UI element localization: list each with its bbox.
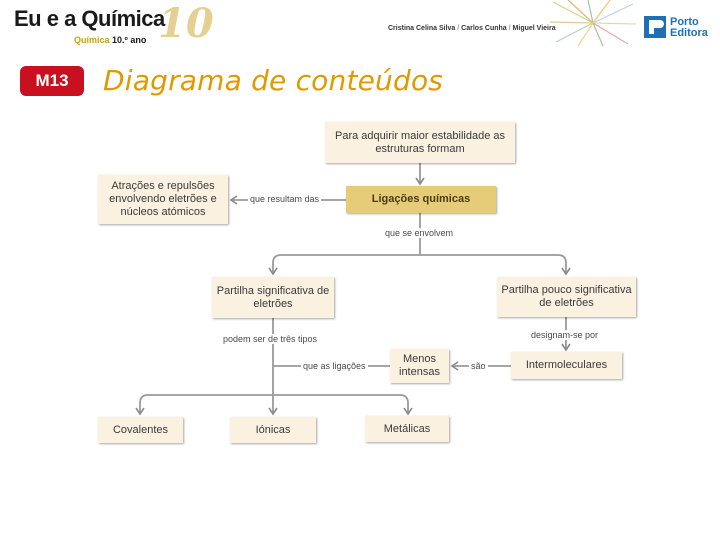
connector-branch-left <box>135 394 273 416</box>
label-envolvem: que se envolvem <box>383 228 456 238</box>
node-sig: Partilha significativa de eletrões <box>212 277 334 318</box>
book-subtitle: Química 10.º ano <box>74 35 146 45</box>
module-badge: M13 <box>20 66 84 96</box>
node-ion: Iónicas <box>230 417 316 443</box>
label-resultam: que resultam das <box>248 194 322 204</box>
author-1: Cristina Celina Silva <box>388 25 456 32</box>
author-separator: / <box>457 25 460 32</box>
decorative-burst-image <box>549 0 637 46</box>
node-top: Para adquirir maior estabilidade as estr… <box>325 122 515 163</box>
label-sao: são <box>469 361 488 371</box>
book-title: Eu e a Química <box>14 6 165 31</box>
subtitle-subject: Química <box>74 35 110 45</box>
node-poucosig: Partilha pouco significativa de eletrões <box>497 277 636 317</box>
publisher-line-1: Porto <box>670 16 699 28</box>
node-menos: Menos intensas <box>390 349 449 383</box>
authors-line: Cristina Celina Silva / Carlos Cunha / M… <box>388 25 556 32</box>
page-title: Diagrama de conteúdos <box>103 64 444 97</box>
node-inter: Intermoleculares <box>511 352 622 379</box>
author-2: Carlos Cunha <box>461 25 507 32</box>
label-designam: designam-se por <box>529 330 601 340</box>
node-cov: Covalentes <box>98 417 183 443</box>
node-left: Atrações e repulsões envolvendo eletrões… <box>98 175 228 224</box>
node-met: Metálicas <box>365 416 449 442</box>
publisher-name: Porto Editora <box>670 17 708 39</box>
label-ligacoes: que as ligações <box>301 361 368 371</box>
author-3: Miguel Vieira <box>512 25 556 32</box>
connector-split-right <box>420 254 571 276</box>
author-separator: / <box>508 25 511 32</box>
node-center: Ligações químicas <box>346 186 496 213</box>
connector-split-left <box>268 254 420 276</box>
edition-number-logo: 10 <box>158 0 214 47</box>
publisher-line-2: Editora <box>670 27 708 39</box>
label-tres: podem ser de três tipos <box>221 334 320 344</box>
porto-editora-mark-icon <box>644 16 666 38</box>
connector-branch-right <box>273 394 413 416</box>
subtitle-grade: 10.º ano <box>112 35 147 45</box>
